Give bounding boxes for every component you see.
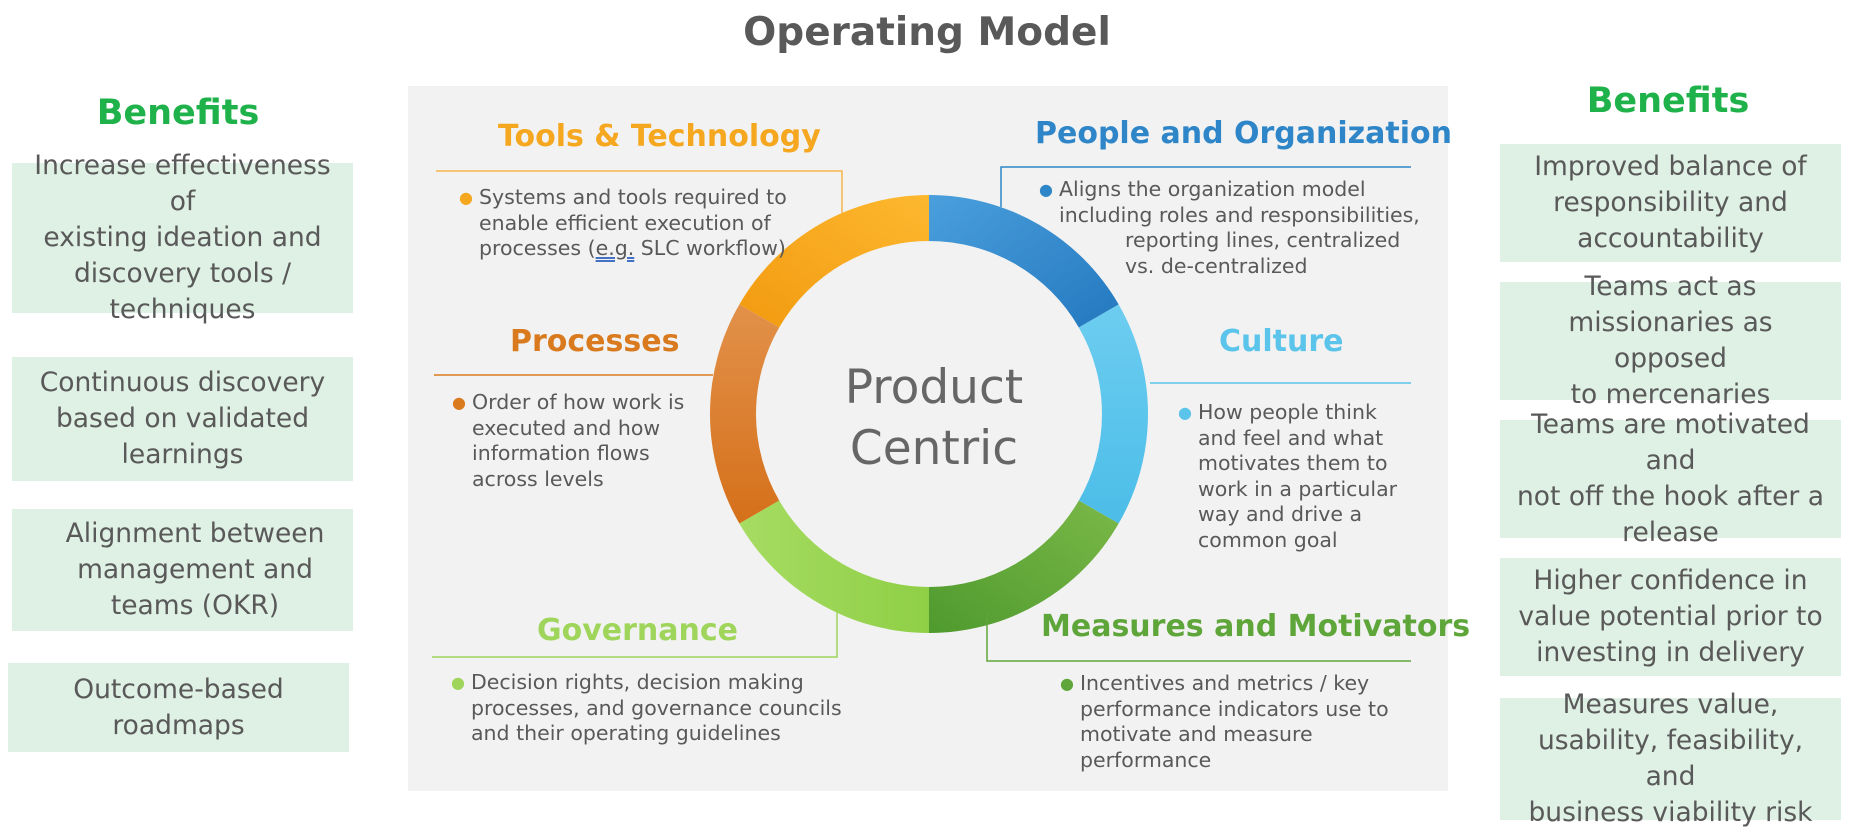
people-description: ● Aligns the organization model includin… bbox=[1039, 177, 1420, 279]
bullet-icon: ● bbox=[1039, 180, 1053, 199]
benefit-line: release bbox=[1622, 517, 1719, 548]
description-line: including roles and responsibilities, bbox=[1059, 202, 1420, 227]
description-line: across levels bbox=[472, 466, 604, 491]
page-title: Operating Model bbox=[743, 10, 1111, 55]
governance-connector bbox=[432, 602, 838, 658]
description-line: performance indicators use to bbox=[1080, 696, 1389, 721]
ring-segment-processes bbox=[709, 304, 780, 524]
left-benefit-card: Increase effectiveness of existing ideat… bbox=[12, 150, 353, 325]
center-label-line1: Product bbox=[844, 360, 1024, 415]
description-line: motivates them to bbox=[1198, 451, 1388, 475]
description-text: processes ( bbox=[479, 236, 596, 260]
description-line: processes (e.g. SLC workflow) bbox=[479, 236, 787, 262]
section-title-processes: Processes bbox=[510, 324, 680, 359]
bullet-icon: ● bbox=[451, 673, 465, 692]
governance-description: ● Decision rights, decision making proce… bbox=[451, 670, 842, 747]
benefit-line: Outcome-based bbox=[73, 673, 284, 705]
benefit-line: roadmaps bbox=[112, 709, 245, 741]
benefit-line: missionaries as opposed bbox=[1568, 307, 1773, 374]
benefit-line: teams (OKR) bbox=[110, 590, 280, 621]
description-line: Order of how work is bbox=[472, 390, 685, 414]
bullet-icon: ● bbox=[1178, 403, 1192, 422]
right-benefit-card: Teams are motivated and not off the hook… bbox=[1500, 409, 1841, 548]
description-line: enable efficient execution of bbox=[479, 210, 771, 235]
benefit-line: Higher confidence in bbox=[1533, 565, 1808, 596]
people-connector bbox=[1000, 166, 1411, 207]
benefit-line: Measures value, bbox=[1562, 689, 1779, 720]
benefit-line: Teams are motivated and bbox=[1531, 409, 1810, 476]
description-line: processes, and governance councils bbox=[471, 695, 842, 720]
ring-segment-governance bbox=[739, 500, 929, 633]
ring-segment-tools bbox=[739, 195, 929, 328]
section-title-governance: Governance bbox=[537, 613, 739, 648]
benefit-line: not off the hook after a bbox=[1517, 481, 1824, 512]
tools-description: ● Systems and tools required to enable e… bbox=[459, 185, 787, 262]
ring-segment-people bbox=[929, 195, 1119, 328]
tools-connector bbox=[436, 170, 843, 213]
left-benefit-card: Alignment between management and teams (… bbox=[12, 509, 353, 631]
description-line: and feel and what bbox=[1198, 425, 1384, 450]
description-line: motivate and measure bbox=[1080, 722, 1313, 746]
left-benefit-card: Continuous discovery based on validated … bbox=[12, 357, 353, 481]
processes-description: ● Order of how work is executed and how … bbox=[452, 390, 685, 492]
right-benefit-card: Teams act as missionaries as opposed to … bbox=[1500, 271, 1841, 410]
benefit-line: discovery tools / bbox=[73, 258, 292, 289]
right-benefits-heading: Benefits bbox=[1586, 81, 1750, 121]
description-line: Aligns the organization model bbox=[1059, 177, 1366, 201]
benefit-line: accountability bbox=[1577, 223, 1764, 254]
benefit-line: usability, feasibility, and bbox=[1537, 725, 1804, 792]
description-line: common goal bbox=[1198, 527, 1338, 552]
benefit-line: investing in delivery bbox=[1536, 637, 1805, 668]
description-line: performance bbox=[1080, 747, 1212, 772]
bullet-icon: ● bbox=[452, 393, 466, 412]
benefit-line: Continuous discovery bbox=[39, 367, 326, 398]
right-benefit-card: Improved balance of responsibility and a… bbox=[1500, 144, 1841, 262]
benefit-line: Improved balance of bbox=[1534, 151, 1807, 182]
description-line: How people think bbox=[1198, 400, 1377, 424]
section-title-culture: Culture bbox=[1219, 324, 1344, 359]
measures-description: ● Incentives and metrics / key performan… bbox=[1060, 671, 1389, 773]
benefit-line: value potential prior to bbox=[1518, 601, 1823, 632]
ring-segment-measures bbox=[929, 500, 1119, 633]
description-line: executed and how bbox=[472, 415, 661, 440]
benefit-line: Teams act as bbox=[1584, 271, 1757, 302]
benefit-line: Alignment between bbox=[65, 518, 325, 549]
right-benefit-card: Measures value, usability, feasibility, … bbox=[1500, 689, 1841, 828]
benefit-line: techniques bbox=[109, 294, 256, 325]
description-line: way and drive a bbox=[1198, 502, 1363, 526]
description-line: work in a particular bbox=[1198, 476, 1398, 501]
section-title-tools: Tools & Technology bbox=[498, 119, 821, 154]
description-line: Incentives and metrics / key bbox=[1080, 671, 1370, 695]
benefit-line: business viability risk bbox=[1528, 797, 1813, 828]
left-benefits-heading: Benefits bbox=[96, 93, 260, 133]
benefit-line: management and bbox=[77, 554, 313, 585]
description-line: Systems and tools required to bbox=[479, 185, 787, 209]
section-title-measures: Measures and Motivators bbox=[1041, 609, 1471, 644]
benefit-line: to mercenaries bbox=[1570, 379, 1771, 410]
description-text: SLC workflow) bbox=[634, 236, 786, 260]
ring-segment-culture bbox=[1078, 304, 1149, 524]
benefit-line: responsibility and bbox=[1553, 187, 1788, 218]
benefit-line: existing ideation and bbox=[43, 222, 322, 253]
eg-abbreviation: e.g. bbox=[595, 236, 635, 260]
section-title-people: People and Organization bbox=[1035, 116, 1452, 151]
measures-connector bbox=[986, 613, 1411, 662]
right-benefit-card: Higher confidence in value potential pri… bbox=[1500, 558, 1841, 676]
description-line: reporting lines, centralized bbox=[1125, 228, 1401, 252]
bullet-icon: ● bbox=[1060, 674, 1074, 693]
center-label-line2: Centric bbox=[849, 421, 1019, 476]
benefit-line: Increase effectiveness of bbox=[34, 150, 331, 217]
description-line: Decision rights, decision making bbox=[471, 670, 804, 694]
left-benefit-card: Outcome-based roadmaps bbox=[8, 663, 349, 752]
description-line: and their operating guidelines bbox=[471, 721, 781, 745]
culture-description: ● How people think and feel and what mot… bbox=[1178, 400, 1398, 553]
benefit-line: based on validated bbox=[55, 403, 310, 434]
benefit-line: learnings bbox=[121, 439, 244, 470]
description-line: information flows bbox=[472, 441, 650, 465]
description-line: vs. de-centralized bbox=[1125, 253, 1308, 278]
bullet-icon: ● bbox=[459, 188, 473, 207]
